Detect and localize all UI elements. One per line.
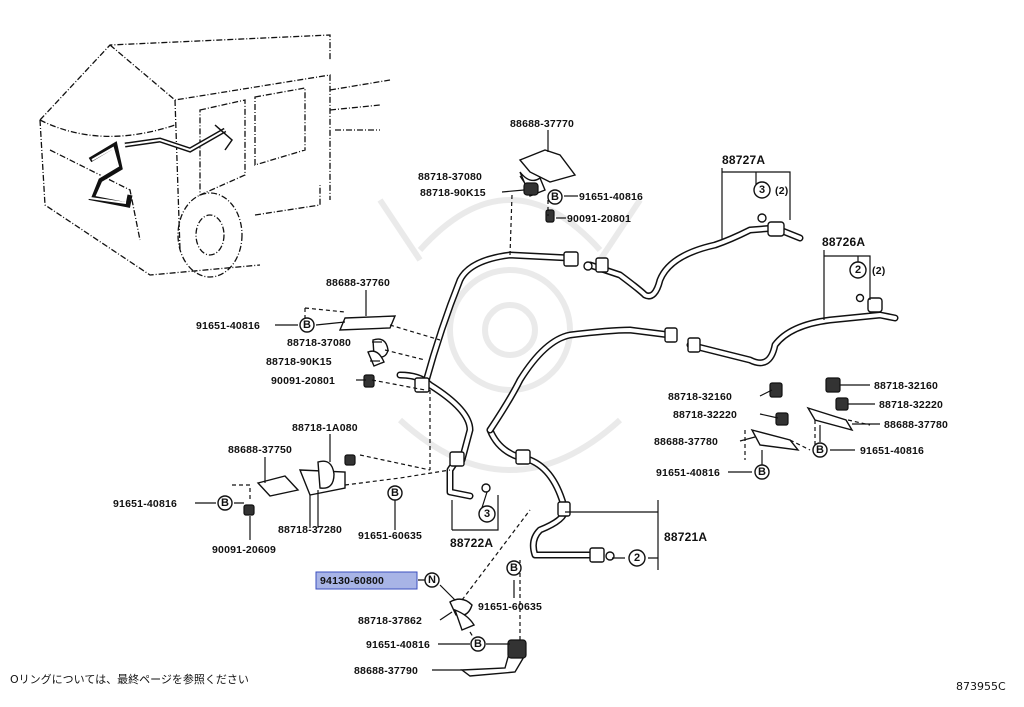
brackets [243,149,854,677]
footnote: Oリングについては、最終ページを参照ください [10,673,249,686]
marker-b: B [812,442,828,458]
svg-text:B: B [510,562,518,574]
part-label-88688-37780[interactable]: 88688-37780 [884,419,948,431]
part-label-91651-40816[interactable]: 91651-40816 [113,498,177,510]
part-label-88718-32160[interactable]: 88718-32160 [668,391,732,403]
svg-text:B: B [816,444,824,456]
marker-b: B [754,464,770,480]
svg-text:2: 2 [634,552,640,564]
part-label-90091-20801[interactable]: 90091-20801 [271,375,335,387]
group-label-88727a[interactable]: 88727A [722,153,765,167]
markers: B B B B B B B B N 3 2 3 2 [217,181,867,652]
part-label-90091-20801[interactable]: 90091-20801 [567,213,631,225]
part-label-88688-37780[interactable]: 88688-37780 [654,436,718,448]
part-label-91651-40816[interactable]: 91651-40816 [196,320,260,332]
part-label-88718-37280[interactable]: 88718-37280 [278,524,342,536]
diagram-number: 873955C [956,680,1006,693]
assembly-lines [232,194,871,641]
svg-text:3: 3 [484,508,490,520]
part-label-88688-37760[interactable]: 88688-37760 [326,277,390,289]
brake-pipes [396,224,899,559]
marker-3: 3 [478,505,496,523]
svg-text:B: B [303,319,311,331]
fittings [414,213,883,563]
marker-2: 2 [628,549,646,567]
part-label-91651-60635[interactable]: 91651-60635 [478,601,542,613]
svg-text:B: B [758,466,766,478]
group-label-88726a[interactable]: 88726A [822,235,865,249]
part-label-88718-32220[interactable]: 88718-32220 [673,409,737,421]
part-label-91651-60635[interactable]: 91651-60635 [358,530,422,542]
part-label-88718-37080[interactable]: 88718-37080 [418,171,482,183]
watermark-emblem [377,197,643,473]
part-label-91651-40816[interactable]: 91651-40816 [579,191,643,203]
part-label-88688-37790[interactable]: 88688-37790 [354,665,418,677]
part-label-88718-90k15[interactable]: 88718-90K15 [420,187,486,199]
part-label-90091-20609[interactable]: 90091-20609 [212,544,276,556]
marker-b: B [506,560,522,576]
part-label-88688-37750[interactable]: 88688-37750 [228,444,292,456]
part-label-88718-32160[interactable]: 88718-32160 [874,380,938,392]
svg-text:N: N [428,574,436,586]
svg-text:B: B [391,487,399,499]
qty-label: (2) [872,265,885,277]
part-label-94130-60800[interactable]: 94130-60800 [320,575,384,587]
svg-text:2: 2 [855,264,861,276]
svg-text:B: B [474,638,482,650]
part-label-88718-37862[interactable]: 88718-37862 [358,615,422,627]
part-label-88688-37770[interactable]: 88688-37770 [510,118,574,130]
part-label-88718-37080[interactable]: 88718-37080 [287,337,351,349]
qty-label: (2) [775,185,788,197]
truck-illustration [39,34,391,278]
marker-b: B [217,495,233,511]
svg-text:B: B [221,497,229,509]
marker-2: 2 [849,261,867,279]
part-label-88718-1a080[interactable]: 88718-1A080 [292,422,358,434]
marker-n: N [424,572,440,588]
selected-part-highlight [315,571,418,590]
marker-b: B [387,485,403,501]
marker-b: B [547,189,563,205]
part-label-91651-40816[interactable]: 91651-40816 [366,639,430,651]
part-label-91651-40816[interactable]: 91651-40816 [656,467,720,479]
marker-b: B [470,636,486,652]
part-label-88718-32220[interactable]: 88718-32220 [879,399,943,411]
leader-lines [195,130,880,671]
svg-text:3: 3 [759,184,765,196]
marker-b: B [299,317,315,333]
group-label-88721a[interactable]: 88721A [664,530,707,544]
part-label-88718-90k15[interactable]: 88718-90K15 [266,356,332,368]
group-label-88722a[interactable]: 88722A [450,536,493,550]
svg-text:B: B [551,191,559,203]
part-label-91651-40816[interactable]: 91651-40816 [860,445,924,457]
part-labels[interactable]: 88688-37770 88718-37080 88718-90K15 9165… [113,118,948,677]
marker-3: 3 [753,181,771,199]
